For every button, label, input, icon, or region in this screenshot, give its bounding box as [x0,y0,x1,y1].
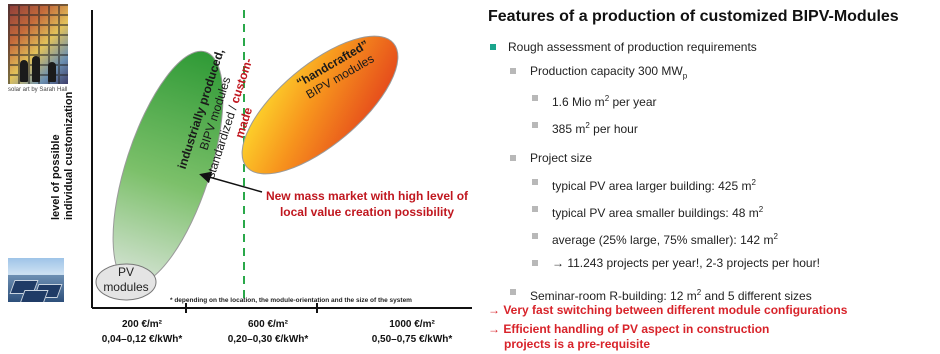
photo-caption: solar art by Sarah Hall [8,87,68,93]
list-item: Seminar-room R-building: 12 m2 and 5 dif… [488,285,936,304]
conclusion-efficient-handling: → Efficient handling of PV aspect in con… [488,322,770,351]
panel-title: Features of a production of customized B… [488,8,899,25]
list-item: Project size [488,151,936,166]
pv-modules-label: PV modules [103,265,149,294]
bullet-icon [532,122,538,129]
features-panel: Features of a production of customized B… [488,8,936,304]
mass-market-annotation: New mass market with high level of local… [265,189,469,219]
bullet-icon [532,233,538,240]
list-item: 385 m2 per hour [488,118,936,137]
bullet-icon [532,95,538,102]
list-item: → 11.243 projects per year!, 2-3 project… [488,256,936,271]
solar-panel-photo [8,258,64,302]
x-tick-label-3: 1000 €/m² 0,50–0,75 €/kWh* [371,319,453,345]
diagram-graphics [91,10,472,313]
list-item: typical PV area larger building: 425 m2 [488,175,936,194]
bullet-icon [510,289,516,296]
list-item: typical PV area smaller buildings: 48 m2 [488,202,936,221]
bullet-icon [510,68,516,74]
orange-ellipse [241,35,399,175]
bullet-icon [532,206,538,213]
list-item: Production capacity 300 MWp [488,64,936,83]
bullet-icon [532,179,538,186]
bullet-icon [532,260,538,267]
conclusion-switching: → Very fast switching between different … [488,303,848,317]
footnote: * depending on the location, the module-… [170,297,412,304]
bullet-icon [510,155,516,162]
y-axis-label: level of possible individual customizati… [50,91,75,220]
stained-glass-photo [8,4,68,84]
list-item: Rough assessment of production requireme… [488,40,936,55]
list-item: average (25% large, 75% smaller): 142 m2 [488,229,936,248]
bullet-icon [490,44,496,50]
list-item: 1.6 Mio m2 per year [488,91,936,110]
x-tick-label-1: 200 €/m² 0,04–0,12 €/kWh* [101,319,183,345]
annotation-arrow [199,171,263,193]
x-tick-label-2: 600 €/m² 0,20–0,30 €/kWh* [227,319,309,345]
pv-modules-bubble [95,263,157,301]
customization-diagram: solar art by Sarah Hall level of possibl… [8,4,472,345]
